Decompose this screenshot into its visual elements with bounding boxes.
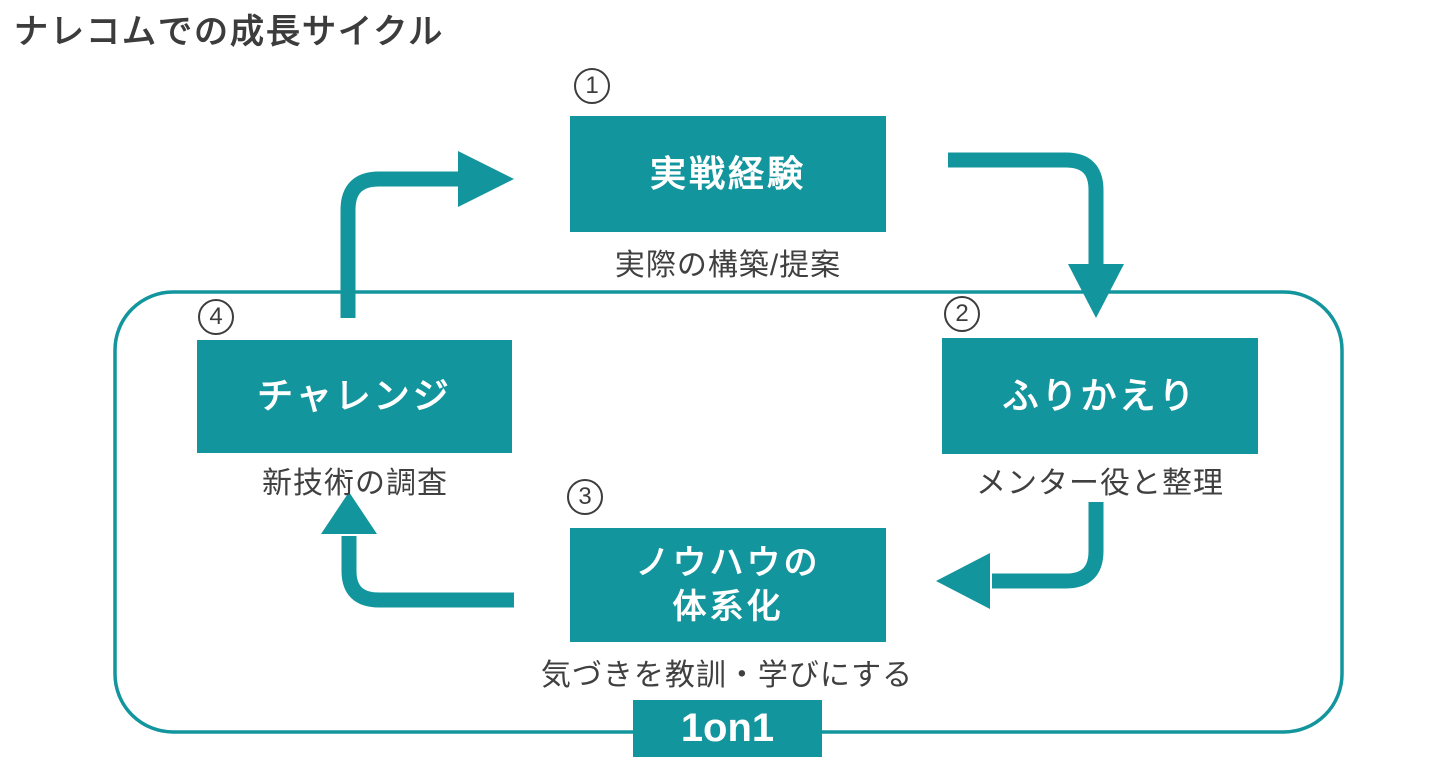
page-title: ナレコムでの成長サイクル [14, 13, 445, 51]
step-3-label: ノウハウの 体系化 [635, 543, 821, 626]
step-2-caption: メンター役と整理 [976, 467, 1224, 500]
arrow-4-to-1-icon [340, 151, 514, 318]
arrow-2-to-3-icon [936, 502, 1104, 609]
loop-label: 1on1 [633, 700, 822, 757]
step-1-caption: 実際の構築/提案 [614, 249, 842, 282]
step-4-label: チャレンジ [257, 375, 452, 417]
step-2-number-badge: 2 [944, 296, 980, 332]
step-4-box: チャレンジ [197, 340, 512, 453]
step-3-caption: 気づきを教訓・学びにする [540, 659, 914, 692]
arrow-1-to-2-icon [948, 152, 1124, 318]
arrow-3-to-4-icon [321, 492, 514, 608]
step-1-label: 実戦経験 [649, 152, 806, 194]
step-3-number-badge: 3 [567, 479, 603, 515]
step-4-caption: 新技術の調査 [262, 467, 448, 500]
step-2-label: ふりかえり [1002, 374, 1198, 416]
step-1-number-badge: 1 [574, 68, 610, 104]
step-3-box: ノウハウの 体系化 [570, 528, 886, 642]
step-2-box: ふりかえり [942, 338, 1258, 454]
step-4-number-badge: 4 [198, 299, 234, 335]
step-1-box: 実戦経験 [570, 116, 886, 232]
